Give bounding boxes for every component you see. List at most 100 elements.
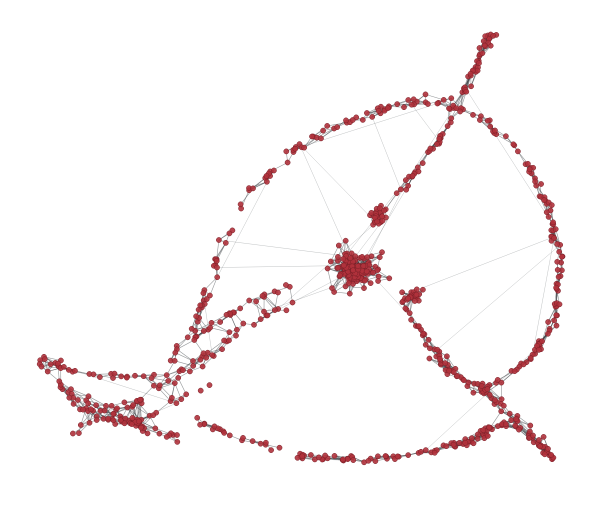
graph-node xyxy=(171,380,178,386)
graph-node xyxy=(361,277,368,284)
graph-edge xyxy=(274,292,279,311)
graph-edge xyxy=(327,122,347,127)
graph-node xyxy=(554,241,561,247)
graph-node xyxy=(294,454,301,461)
graph-node xyxy=(108,402,115,409)
graph-node xyxy=(315,454,322,461)
graph-node xyxy=(386,275,393,282)
graph-node xyxy=(233,332,239,339)
graph-node xyxy=(309,133,315,140)
graph-node xyxy=(130,402,137,408)
graph-edge xyxy=(218,239,347,257)
graph-node xyxy=(375,453,381,460)
graph-node xyxy=(347,255,354,261)
graph-node xyxy=(359,117,366,123)
graph-node xyxy=(408,101,415,108)
graph-node xyxy=(193,313,199,320)
graph-node xyxy=(426,345,433,352)
graph-node xyxy=(457,108,463,115)
graph-edge xyxy=(330,245,340,262)
graph-node xyxy=(151,382,157,389)
graph-node xyxy=(219,346,225,353)
graph-node xyxy=(184,334,191,341)
graph-node xyxy=(257,316,264,322)
graph-node xyxy=(490,32,497,39)
graph-edge xyxy=(425,94,444,101)
graph-edge xyxy=(133,404,150,416)
graph-node xyxy=(93,402,99,409)
graph-node xyxy=(337,272,343,279)
graph-node xyxy=(100,415,107,422)
graph-node xyxy=(364,254,371,260)
graph-node xyxy=(551,317,557,324)
graph-node xyxy=(264,312,271,319)
graph-node xyxy=(190,363,197,369)
graph-node xyxy=(203,296,210,302)
graph-node xyxy=(56,378,63,385)
graph-node xyxy=(171,357,178,364)
graph-edge xyxy=(345,286,365,289)
graph-node xyxy=(530,432,536,439)
graph-node xyxy=(217,319,224,325)
graph-node xyxy=(65,367,72,373)
graph-node xyxy=(110,417,117,424)
graph-edge xyxy=(299,143,375,222)
graph-node xyxy=(234,326,240,333)
graph-node xyxy=(481,42,488,49)
graph-edge xyxy=(70,388,89,397)
graph-edge xyxy=(159,385,173,399)
graph-node xyxy=(261,308,267,315)
graph-node xyxy=(335,242,342,249)
graph-node xyxy=(200,328,207,334)
graph-node xyxy=(165,378,172,384)
graph-node xyxy=(299,453,306,460)
graph-node xyxy=(403,186,410,193)
graph-node xyxy=(349,117,356,123)
graph-node xyxy=(548,202,555,208)
graph-node xyxy=(405,452,412,458)
graph-node xyxy=(415,168,422,175)
graph-node xyxy=(318,135,324,142)
graph-node xyxy=(486,424,493,431)
graph-edge xyxy=(532,229,556,355)
graph-node xyxy=(140,373,147,380)
graph-node xyxy=(138,424,144,431)
graph-node xyxy=(47,361,54,368)
graph-node xyxy=(251,321,257,328)
graph-node xyxy=(434,100,441,107)
graph-node xyxy=(474,67,481,74)
graph-edge xyxy=(158,388,171,402)
graph-node xyxy=(283,307,290,314)
graph-node xyxy=(340,256,347,262)
graph-node xyxy=(121,420,128,427)
graph-node xyxy=(276,444,283,451)
graph-node xyxy=(271,307,278,313)
graph-node xyxy=(405,295,412,302)
graph-edge xyxy=(487,388,502,400)
graph-node xyxy=(541,197,547,203)
graph-edge xyxy=(249,300,265,312)
graph-node xyxy=(61,364,67,370)
graph-node xyxy=(209,352,216,358)
graph-node xyxy=(413,286,420,293)
graph-node xyxy=(527,355,534,361)
graph-node xyxy=(498,408,505,415)
edge-layer xyxy=(39,34,563,463)
graph-node xyxy=(554,267,561,273)
graph-node xyxy=(327,258,334,265)
graph-node xyxy=(426,355,433,362)
graph-node xyxy=(487,123,494,130)
graph-node xyxy=(422,91,429,98)
graph-edge xyxy=(174,382,182,400)
graph-node xyxy=(350,267,356,274)
graph-node xyxy=(132,372,138,379)
graph-node xyxy=(284,159,291,166)
graph-node xyxy=(77,422,84,428)
graph-edge xyxy=(429,358,446,371)
graph-node xyxy=(434,141,440,147)
graph-edge xyxy=(255,301,261,320)
graph-node xyxy=(223,311,230,318)
graph-node xyxy=(372,458,379,464)
graph-node xyxy=(105,415,112,422)
graph-node xyxy=(55,360,61,367)
